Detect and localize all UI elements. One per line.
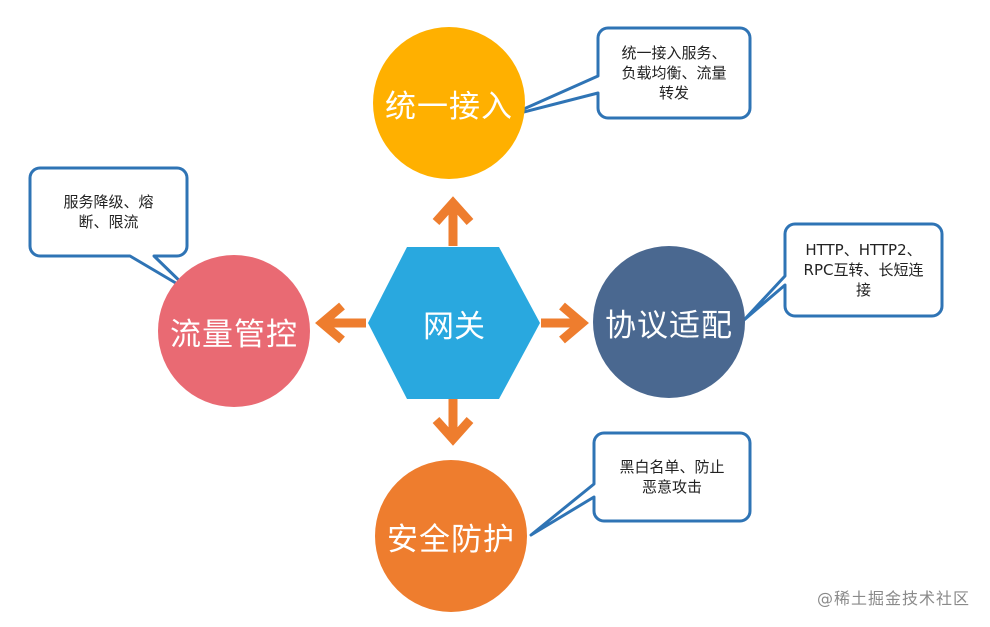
- node-unified-access: 统一接入: [373, 27, 525, 179]
- callout-line: 黑白名单、防止: [619, 458, 725, 476]
- callout-line: RPC互转、长短连: [803, 261, 924, 279]
- center-hexagon: [368, 247, 540, 399]
- center-label: 网关: [423, 308, 485, 345]
- watermark: @稀土掘金技术社区: [816, 589, 970, 608]
- callout-line: 恶意攻击: [641, 478, 702, 496]
- node-label-protocol-adapt: 协议适配: [605, 307, 733, 344]
- arrow-down: [432, 398, 474, 446]
- callout-line: 转发: [658, 84, 689, 102]
- callout-security: 黑白名单、防止 恶意攻击: [596, 435, 748, 519]
- callout-line: 负载均衡、流量: [621, 64, 727, 82]
- callout-traffic-control: 服务降级、熔 断、限流: [32, 170, 185, 254]
- callout-box-protocol-adapt: [742, 222, 944, 322]
- arrow-right: [541, 302, 589, 344]
- node-protocol-adapt: 协议适配: [593, 246, 745, 398]
- node-traffic-control: 流量管控: [158, 255, 310, 407]
- callout-line: HTTP、HTTP2、: [805, 241, 922, 259]
- callout-line: 断、限流: [78, 213, 139, 231]
- callout-unified-access: 统一接入服务、 负载均衡、流量 转发: [600, 30, 748, 116]
- arrow-left: [315, 302, 366, 344]
- node-label-unified-access: 统一接入: [385, 88, 513, 125]
- callout-box-security: [529, 431, 752, 537]
- node-security: 安全防护: [375, 460, 527, 612]
- arrow-up: [432, 196, 474, 246]
- node-label-traffic-control: 流量管控: [170, 316, 298, 353]
- callout-box-traffic-control: [28, 166, 193, 294]
- callout-protocol-adapt: HTTP、HTTP2、 RPC互转、长短连 接: [787, 226, 940, 314]
- callout-line: 接: [855, 281, 871, 299]
- node-label-security: 安全防护: [387, 521, 515, 558]
- callout-line: 统一接入服务、: [621, 44, 727, 62]
- callout-line: 服务降级、熔: [63, 193, 154, 211]
- callout-box-unified-access: [506, 26, 752, 120]
